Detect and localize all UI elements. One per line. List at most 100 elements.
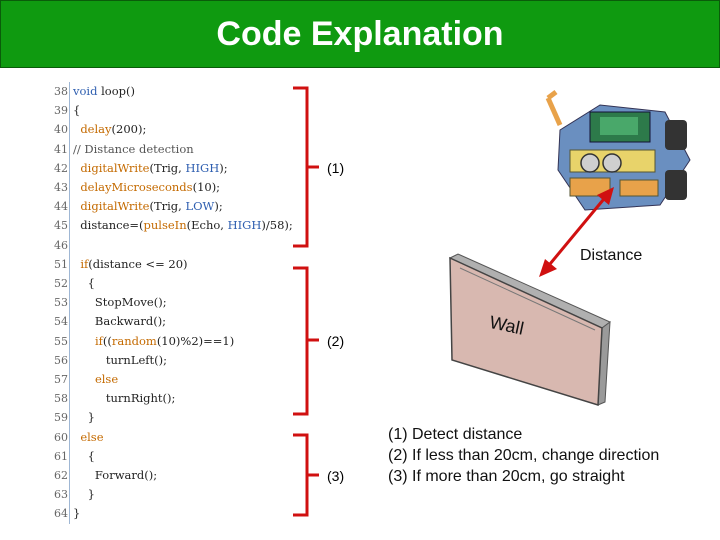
code-line: 39 { [52, 101, 80, 120]
code-line: 63 } [52, 485, 95, 504]
code-token: (10)%2)==1) [156, 333, 235, 348]
code-line: 41 // Distance detection [52, 140, 194, 159]
line-number: 62 [54, 469, 68, 482]
line-number: 44 [54, 200, 68, 214]
code-token: ); [219, 160, 228, 175]
code-token: } [73, 487, 95, 502]
explanation-item-3: (3) If more than 20cm, go straight [388, 468, 625, 485]
code-line: 58 turnRight(); [52, 389, 175, 408]
code-token: Backward(); [73, 314, 167, 329]
code-text: digitalWrite(Trig, LOW); [73, 197, 223, 216]
distance-label: Distance [580, 247, 643, 264]
explanation-item-1: (1) Detect distance [388, 426, 523, 443]
code-text: } [73, 485, 95, 504]
code-text: if((random(10)%2)==1) [73, 332, 234, 351]
code-text: { [73, 101, 80, 120]
code-token: } [73, 506, 81, 521]
code-line: 40 delay(200); [52, 120, 146, 139]
code-token: pulseIn [143, 218, 187, 233]
code-token: (200); [111, 122, 147, 137]
tag-2: (2) [327, 333, 345, 349]
code-text: void loop() [73, 82, 135, 101]
code-line: 52 { [52, 274, 95, 293]
line-number: 53 [54, 296, 68, 310]
line-number: 64 [54, 507, 68, 521]
code-token: { [73, 103, 81, 118]
code-line: 42 digitalWrite(Trig, HIGH); [52, 159, 228, 178]
code-line: 51 if(distance <= 20) [52, 255, 188, 274]
bracket-2 [293, 266, 319, 416]
code-token: } [73, 410, 95, 425]
code-line: 62 Forward(); [52, 466, 157, 485]
bracket-1 [293, 86, 319, 248]
code-text: { [73, 274, 95, 293]
code-token: { [73, 448, 95, 463]
code-text: } [73, 504, 80, 523]
code-text: delay(200); [73, 120, 146, 139]
code-token: HIGH [227, 218, 262, 233]
code-text: { [73, 447, 95, 466]
code-line: 60 else [52, 428, 104, 447]
code-line: 57 else [52, 370, 118, 389]
code-line: 64} [52, 504, 80, 523]
code-token: else [80, 429, 104, 444]
code-token: Forward(); [73, 468, 158, 482]
code-token: (10); [192, 180, 221, 194]
code-line: 55 if((random(10)%2)==1) [52, 332, 234, 351]
line-number: 60 [54, 430, 68, 444]
code-text: StopMove(); [73, 293, 167, 312]
code-text: if(distance <= 20) [73, 255, 188, 274]
code-token: turnRight(); [73, 391, 176, 406]
tag-3: (3) [327, 468, 345, 484]
code-text: // Distance detection [73, 140, 194, 159]
code-text: else [73, 428, 104, 447]
code-token: (distance <= 20) [88, 256, 188, 271]
line-number: 56 [54, 353, 68, 367]
line-number: 58 [54, 392, 68, 406]
code-token: void [73, 84, 98, 98]
code-text: distance=(pulseIn(Echo, HIGH)/58); [73, 216, 292, 235]
code-text: delayMicroseconds(10); [73, 178, 220, 197]
code-token: if [94, 333, 103, 348]
code-token: delay [80, 122, 112, 137]
code-token: (Trig, [149, 160, 186, 175]
code-text: turnLeft(); [73, 351, 167, 370]
code-line: 53 StopMove(); [52, 293, 167, 312]
code-token: HIGH [185, 160, 220, 175]
line-number: 59 [54, 411, 68, 425]
code-token: StopMove(); [73, 295, 167, 310]
code-token: random [111, 333, 157, 348]
line-number-separator [69, 82, 70, 524]
code-text: turnRight(); [73, 389, 176, 408]
line-number: 63 [54, 488, 68, 502]
line-number: 41 [54, 142, 68, 156]
code-line: 59 } [52, 408, 95, 427]
explanation-list: (1) Detect distance (2) If less than 20c… [388, 424, 659, 487]
title-bar: Code Explanation [0, 0, 720, 68]
code-token: LOW [185, 199, 215, 214]
line-number: 42 [54, 161, 68, 175]
code-token: ); [214, 199, 223, 214]
line-number: 43 [54, 181, 68, 194]
code-token: digitalWrite [80, 160, 150, 175]
wall-graphic [448, 253, 611, 407]
distance-arrow [539, 187, 614, 277]
code-token: loop() [97, 84, 135, 98]
code-token: (Echo, [186, 218, 228, 233]
code-token: { [73, 276, 95, 290]
code-text: else [73, 370, 118, 389]
code-token: digitalWrite [80, 199, 150, 214]
line-number: 39 [54, 104, 68, 118]
code-line: 56 turnLeft(); [52, 351, 167, 370]
code-token: else [94, 372, 119, 386]
code-token: // Distance detection [73, 141, 194, 156]
code-line: 45 distance=(pulseIn(Echo, HIGH)/58); [52, 216, 293, 235]
code-text: Backward(); [73, 312, 166, 331]
page-title: Code Explanation [216, 14, 504, 53]
bracket-3 [293, 433, 319, 517]
code-text: digitalWrite(Trig, HIGH); [73, 159, 228, 178]
code-line: 61 { [52, 447, 95, 466]
explanation-item-2: (2) If less than 20cm, change direction [388, 447, 660, 464]
